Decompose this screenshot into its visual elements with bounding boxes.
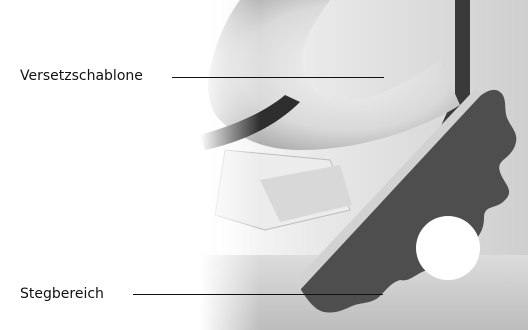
leader-line-versetzschablone — [172, 77, 384, 78]
label-versetzschablone: Versetzschablone — [20, 68, 143, 84]
round-opening — [416, 216, 480, 280]
left-fade — [200, 0, 260, 330]
leader-line-stegbereich — [133, 294, 383, 295]
label-stegbereich: Stegbereich — [20, 286, 104, 302]
